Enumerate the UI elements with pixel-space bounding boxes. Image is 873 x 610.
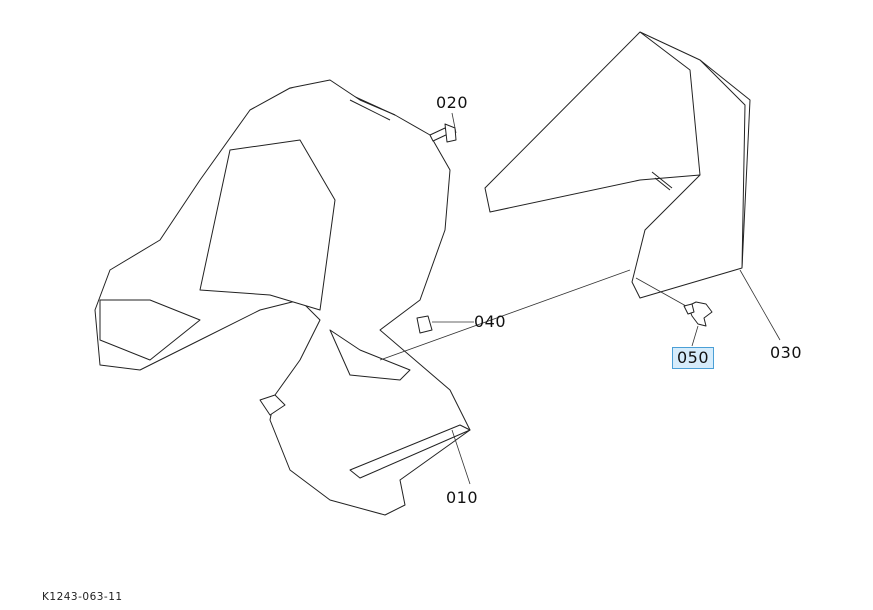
callout-020[interactable]: 020 <box>436 93 469 112</box>
callout-040[interactable]: 040 <box>474 312 507 331</box>
part-040-clip[interactable] <box>416 315 433 334</box>
drawing-code: K1243-063-11 <box>42 591 123 603</box>
callout-050-highlighted[interactable]: 050 <box>672 347 715 369</box>
part-030-cover[interactable] <box>484 31 751 299</box>
callout-010[interactable]: 010 <box>446 488 479 507</box>
part-020-bolt[interactable] <box>429 123 457 143</box>
part-050-knob[interactable] <box>683 301 713 327</box>
part-010-front-cover[interactable] <box>94 79 471 516</box>
leader-lines <box>379 112 781 485</box>
callout-030[interactable]: 030 <box>770 343 803 362</box>
